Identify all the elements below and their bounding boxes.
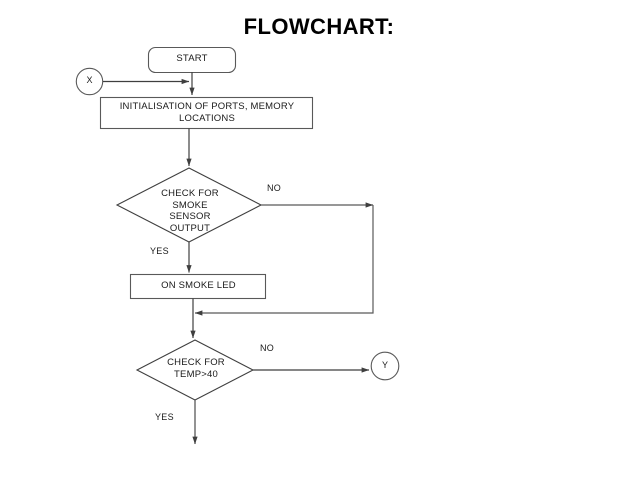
edge-label-smoke-yes: YES (150, 246, 169, 256)
check-smoke-diamond-label: CHECK FOR SMOKE SENSOR OUTPUT (161, 188, 219, 234)
edge-label-temp-yes: YES (155, 412, 174, 422)
start-box-label: START (176, 53, 208, 64)
check-temp-diamond-label: CHECK FOR TEMP>40 (167, 357, 225, 380)
connector-x-label: X (86, 75, 93, 85)
initialisation-box[interactable] (99, 96, 314, 130)
edge-smoke-no-down-and-back (194, 205, 374, 316)
on-smoke-led-box-label: ON SMOKE LED (161, 280, 236, 291)
on-smoke-led-box[interactable] (129, 273, 267, 300)
edge-label-smoke-no: NO (267, 183, 282, 193)
edge-label-temp-no: NO (260, 343, 275, 353)
page-title: FLOWCHART: (243, 14, 395, 39)
initialisation-box-label: INITIALISATION OF PORTS, MEMORY LOCATION… (119, 101, 295, 124)
connector-x-circle[interactable] (75, 67, 104, 96)
connector-y-circle[interactable] (370, 351, 400, 381)
connector-y-label: Y (381, 360, 388, 370)
